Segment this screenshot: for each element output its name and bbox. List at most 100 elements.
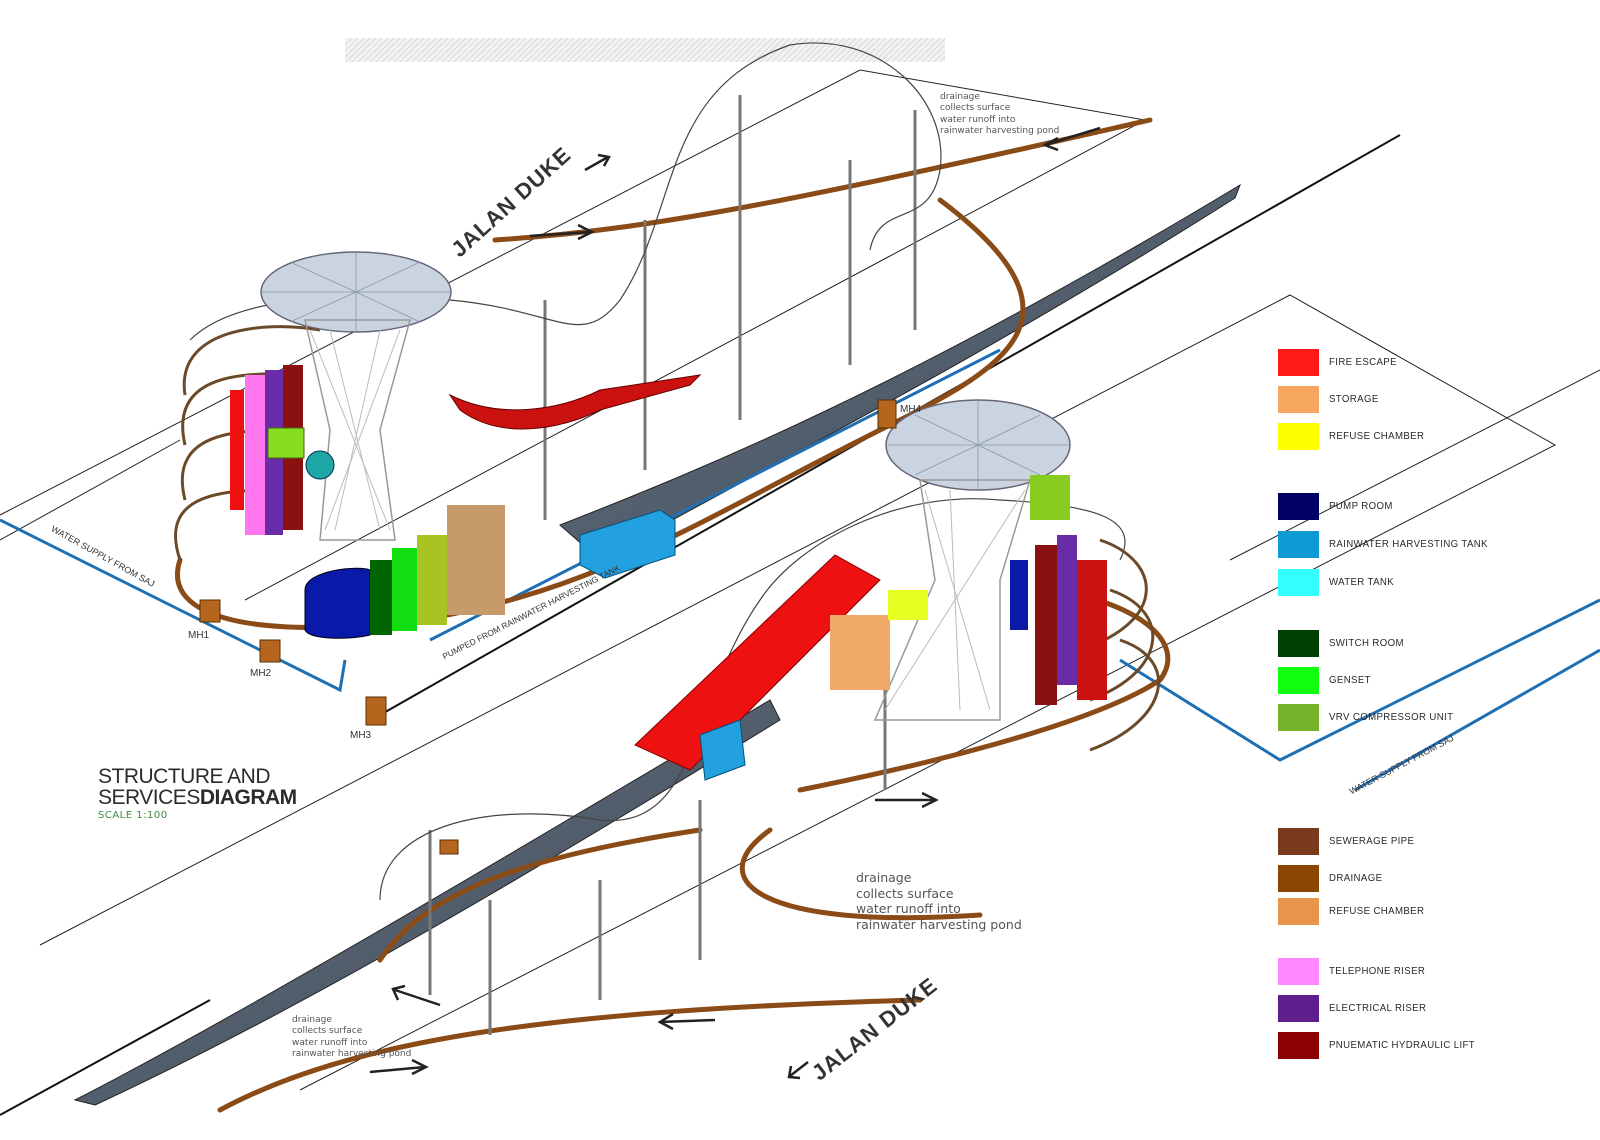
legend-item: PUMP ROOM bbox=[1278, 492, 1398, 520]
legend-label: REFUSE CHAMBER bbox=[1329, 430, 1425, 442]
legend-label: PNUEMATIC HYDRAULIC LIFT bbox=[1329, 1039, 1476, 1051]
title-diagram: DIAGRAM bbox=[199, 786, 297, 809]
mh2-label: MH2 bbox=[250, 668, 272, 679]
legend-swatch bbox=[1278, 530, 1319, 558]
legend-item: DRAINAGE bbox=[1278, 864, 1387, 892]
mh4-label: MH4 bbox=[900, 404, 922, 415]
arrow-right-1 bbox=[529, 223, 595, 241]
title-line-2: SERVICESDIAGRAM bbox=[98, 787, 297, 808]
legend-item: WATER TANK bbox=[1278, 568, 1400, 596]
legend-label: RAINWATER HARVESTING TANK bbox=[1329, 538, 1488, 550]
refuse-chamber-lower bbox=[888, 590, 928, 620]
legend-item: REFUSE CHAMBER bbox=[1278, 897, 1433, 925]
title-services: SERVICES bbox=[98, 786, 200, 809]
legend-swatch bbox=[1278, 348, 1319, 376]
hatch-strip bbox=[345, 38, 945, 62]
legend-swatch bbox=[1278, 703, 1319, 731]
legend-item: SWITCH ROOM bbox=[1278, 629, 1410, 657]
drainage-note-bottom: drainage collects surface water runoff i… bbox=[292, 1015, 412, 1059]
legend-swatch bbox=[1278, 864, 1319, 892]
upper-service-blocks bbox=[230, 365, 505, 639]
fire-escape-upper bbox=[230, 390, 244, 510]
storage-block-lower bbox=[830, 615, 890, 690]
manhole-mh2 bbox=[259, 639, 281, 663]
lower-site-boundary bbox=[39, 294, 1557, 1091]
legend-item: REFUSE CHAMBER bbox=[1278, 422, 1433, 450]
legend-swatch bbox=[1278, 1031, 1319, 1059]
upper-canopy-tower bbox=[260, 251, 452, 541]
legend-swatch bbox=[1278, 568, 1319, 596]
legend-swatch bbox=[1278, 666, 1319, 694]
legend-item: STORAGE bbox=[1278, 385, 1383, 413]
arrow-left-1 bbox=[1042, 126, 1101, 152]
electrical-riser-lower bbox=[1057, 535, 1077, 685]
fire-escape-stair-lower bbox=[634, 554, 881, 771]
mh3-label: MH3 bbox=[350, 730, 372, 741]
legend-label: TELEPHONE RISER bbox=[1329, 965, 1426, 977]
legend-swatch bbox=[1278, 957, 1319, 985]
title-block: STRUCTURE AND SERVICESDIAGRAM SCALE 1:10… bbox=[98, 766, 297, 821]
legend-item: ELECTRICAL RISER bbox=[1278, 994, 1435, 1022]
arrow-left-2 bbox=[657, 1012, 716, 1031]
legend: FIRE ESCAPE STORAGE REFUSE CHAMBER PUMP … bbox=[1278, 0, 1578, 1136]
legend-item: GENSET bbox=[1278, 666, 1375, 694]
legend-swatch bbox=[1278, 385, 1319, 413]
vrv-units-lower bbox=[1030, 475, 1070, 520]
vrv-block bbox=[417, 535, 447, 625]
pump-room-lower bbox=[1010, 560, 1028, 630]
legend-label: VRV COMPRESSOR UNIT bbox=[1329, 711, 1454, 723]
pump-room-block bbox=[304, 567, 371, 639]
legend-item: FIRE ESCAPE bbox=[1278, 348, 1403, 376]
lower-service-blocks bbox=[634, 475, 1107, 771]
drainage-note-top: drainage collects surface water runoff i… bbox=[940, 92, 1060, 136]
legend-item: PNUEMATIC HYDRAULIC LIFT bbox=[1278, 1031, 1488, 1059]
legend-label: REFUSE CHAMBER bbox=[1329, 905, 1425, 917]
mh1-label: MH1 bbox=[188, 630, 210, 641]
arrow-right-2 bbox=[875, 791, 939, 809]
upper-fire-escape-stair bbox=[448, 374, 702, 430]
telephone-riser bbox=[245, 375, 265, 535]
legend-swatch bbox=[1278, 827, 1319, 855]
rainwater-tank-upper bbox=[579, 509, 676, 579]
arrow-up-right bbox=[584, 153, 611, 172]
legend-label: SEWERAGE PIPE bbox=[1329, 835, 1415, 847]
legend-label: FIRE ESCAPE bbox=[1329, 356, 1397, 368]
manholes bbox=[199, 399, 897, 855]
legend-label: WATER TANK bbox=[1329, 576, 1395, 588]
legend-label: ELECTRICAL RISER bbox=[1329, 1002, 1427, 1014]
drainage-note-middle: drainage collects surface water runoff i… bbox=[856, 870, 1022, 932]
legend-label: STORAGE bbox=[1329, 393, 1379, 405]
arrow-left-3 bbox=[391, 984, 441, 1007]
manhole-mh1 bbox=[199, 599, 221, 623]
scale-label: SCALE 1:100 bbox=[98, 810, 168, 821]
legend-swatch bbox=[1278, 629, 1319, 657]
arrow-right-3 bbox=[369, 1058, 429, 1076]
drainage-channels bbox=[175, 117, 1171, 1113]
legend-swatch bbox=[1278, 422, 1319, 450]
storage-block bbox=[447, 505, 505, 615]
water-tank bbox=[305, 450, 335, 480]
water-supply-pipes bbox=[0, 348, 1600, 792]
legend-swatch bbox=[1278, 897, 1319, 925]
legend-item: RAINWATER HARVESTING TANK bbox=[1278, 530, 1502, 558]
manhole-lower bbox=[439, 839, 459, 855]
legend-label: GENSET bbox=[1329, 674, 1371, 686]
legend-item: VRV COMPRESSOR UNIT bbox=[1278, 703, 1464, 731]
legend-swatch bbox=[1278, 492, 1319, 520]
legend-label: SWITCH ROOM bbox=[1329, 637, 1404, 649]
genset-block bbox=[392, 548, 417, 631]
lower-walkway-deck bbox=[73, 699, 781, 1106]
legend-swatch bbox=[1278, 994, 1319, 1022]
road-edge-bottom bbox=[0, 999, 211, 1116]
fire-escape-lower bbox=[1077, 560, 1107, 700]
lower-floor-plates bbox=[1079, 538, 1160, 752]
switch-room-block bbox=[370, 560, 392, 635]
upper-walkway-deck bbox=[559, 183, 1241, 561]
direction-arrows bbox=[369, 126, 1101, 1080]
vrv-units bbox=[267, 427, 305, 459]
rainwater-tank-lower bbox=[699, 719, 746, 781]
hydraulic-lift-lower bbox=[1035, 545, 1057, 705]
arrow-down-left bbox=[787, 1061, 809, 1080]
